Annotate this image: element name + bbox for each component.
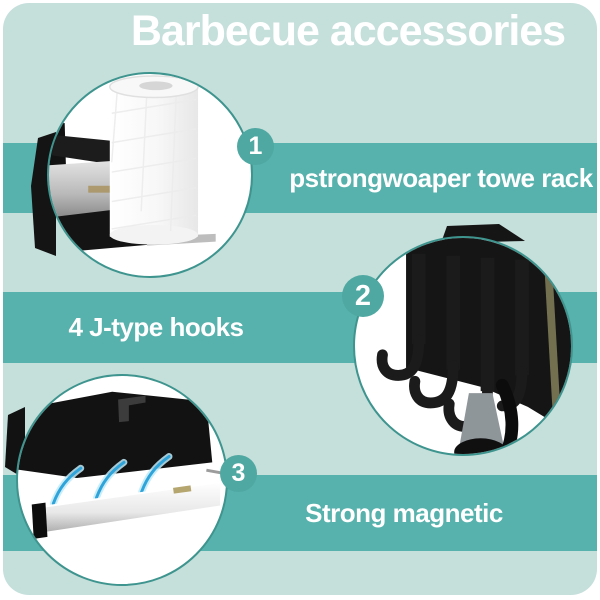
feature-number: 3 [231,459,246,487]
magnetic-field-icon [49,453,173,507]
feature-number-badge-2: 2 [342,275,384,317]
feature-label-2: 4 J-type hooks [68,312,244,342]
brand-logo-plate [173,485,192,494]
hook-rack-body [406,238,571,434]
feature-number: 1 [248,132,263,160]
j-type-hooks-photo [376,238,571,454]
brand-logo-plate [88,185,112,193]
feature-number-badge-1: 1 [237,128,274,165]
mounting-clip [118,395,146,423]
feature-number-badge-3: 3 [220,455,257,492]
roll-core-hole [139,81,173,91]
feature-photo-circle-3 [16,374,228,586]
feature-label-3: Strong magnetic [305,497,503,528]
hanging-tongs [454,378,519,454]
paper-towel-holder-photo [49,75,216,251]
panel-background: Barbecue accessories [3,3,597,595]
magnetic-strip-photo [18,391,226,539]
feature-photo-circle-2 [353,236,573,456]
feature-number: 2 [354,279,372,312]
bar-end-cap [31,502,48,539]
paper-towel-roll [109,75,199,245]
chrome-bar [31,480,221,539]
page-title: Barbecue accessories [130,7,566,55]
feature-label-1: pstrongwoaper towe rack [289,162,593,193]
feature-photo-circle-1 [47,72,253,278]
